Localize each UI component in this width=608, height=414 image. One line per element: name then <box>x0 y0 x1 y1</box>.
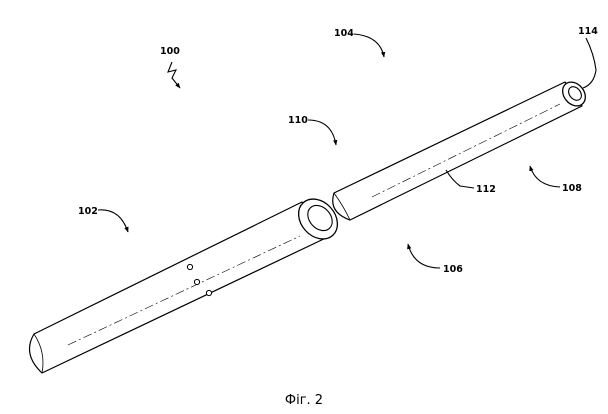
left-tube-body <box>28 201 331 374</box>
left-tube <box>28 198 339 374</box>
leader-114 <box>582 37 597 89</box>
leader-102 <box>97 209 129 233</box>
right-tube-opening-inner <box>568 86 582 101</box>
figure-caption: Фіг. 2 <box>285 393 323 408</box>
leader-106 <box>407 243 441 269</box>
ref-label-106: 106 <box>443 264 463 275</box>
right-tube-centerline <box>371 103 561 198</box>
ref-label-104: 104 <box>334 28 354 39</box>
leader-110 <box>307 119 338 146</box>
left-tube-hole <box>205 289 213 297</box>
ref-label-100: 100 <box>160 46 180 57</box>
leader-112 <box>445 169 475 189</box>
leader-104 <box>353 33 386 58</box>
right-tube-body <box>332 81 583 221</box>
left-tube-centerline <box>67 235 301 346</box>
ref-label-114: 114 <box>578 26 598 37</box>
leader-100 <box>167 61 181 89</box>
left-tube-hole <box>193 278 201 286</box>
right-tube-end <box>333 192 351 221</box>
left-tube-opening-inner <box>307 204 333 232</box>
ref-label-112: 112 <box>476 184 496 195</box>
ref-label-110: 110 <box>288 115 308 126</box>
left-tube-end <box>33 333 44 374</box>
ref-label-102: 102 <box>78 206 98 217</box>
leader-108 <box>529 165 561 188</box>
right-tube <box>332 81 586 221</box>
left-tube-hole <box>186 263 194 271</box>
ref-label-108: 108 <box>562 183 582 194</box>
